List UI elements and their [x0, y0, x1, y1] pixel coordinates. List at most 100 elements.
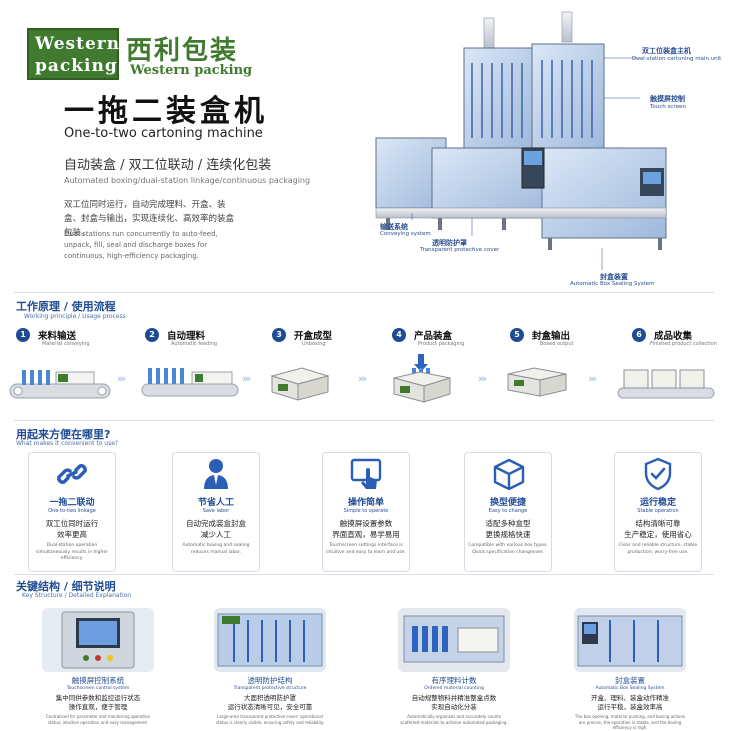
card-description-en: Touchscreen settings interface is intuit…	[326, 543, 406, 555]
page-title-en: One-to-two cartoning machine	[64, 126, 263, 141]
chevron-right-icon: ›››	[242, 372, 251, 385]
features-heading: 用起来方便在哪里?	[16, 428, 111, 441]
step-subtitle: Boxed output	[540, 341, 574, 347]
card-description-en: Compatible with various box types. Quick…	[468, 543, 548, 555]
feature-card: 一拖二联动 One-to-two linkage 双工位同时运行 效率更高 Du…	[28, 452, 116, 572]
card-title: 节省人工	[197, 498, 234, 508]
machine-illustration	[375, 11, 667, 270]
brand-logo: Western packing	[27, 28, 119, 80]
shield-icon	[644, 457, 672, 491]
structure-heading-en: Key Structure / Detailed Explanation	[22, 592, 132, 599]
box-sealing-photo	[574, 608, 686, 672]
brand-name-cn: 西利包装	[126, 36, 239, 66]
divider	[14, 292, 714, 293]
structure-description-en: The box opening, material pushing, and b…	[574, 714, 686, 730]
structure-description: 集中同供参数和监控运行状态 操作直观，便于管理	[55, 694, 141, 711]
page-title: 一拖二装盒机	[64, 94, 268, 129]
touchscreen-photo	[42, 608, 154, 672]
structure-item: 触摸屏控制系统 Touchscreen control system 集中同供参…	[42, 608, 154, 725]
callout-cover-en: Transparent protective cover	[420, 247, 500, 253]
structure-heading: 关键结构 / 细节说明	[16, 580, 116, 593]
structure-subtitle: Ordered material counting	[424, 686, 484, 691]
features-heading-en: What makes it convenient to use?	[16, 440, 119, 447]
structure-subtitle: Touchscreen control system	[66, 686, 130, 691]
structure-item: 封盒装置 Automatic Box Sealing System 开盒、理料、…	[574, 608, 686, 730]
card-description: 双工位同时运行 效率更高	[45, 519, 99, 539]
card-description: 结构清晰可靠 生产稳定，使用省心	[624, 519, 692, 539]
step-number: 3	[272, 328, 286, 342]
packaging-illustration	[393, 354, 451, 403]
structure-item: 透明防护结构 Transparent protective structure …	[214, 608, 326, 725]
material-counting-photo	[398, 608, 510, 672]
callout-main-unit-en: Dual-station cartoning main unit	[632, 56, 722, 62]
card-description-en: Dual-station operation simultaneously re…	[36, 543, 108, 561]
card-subtitle: Easy to change	[488, 508, 528, 514]
structure-subtitle: Automatic Box Sealing System	[595, 686, 665, 691]
card-description: 触摸屏设置参数 界面直观，易学易用	[332, 519, 400, 539]
card-title: 操作简单	[347, 498, 384, 508]
callout-touchscreen: 触摸屏控制	[650, 95, 685, 103]
structure-description: 大面积透明防护罩 运行状态清晰可见，安全可靠	[227, 694, 313, 711]
structure-title: 封盒装置	[615, 676, 645, 685]
card-subtitle: Save labor	[202, 508, 230, 514]
intro-text: 双工位同时运行，自动完成理料、开盒、装盒、封盒与输出，实现连续化、高效率的装盒包…	[64, 200, 235, 238]
page-subtitle: 自动装盒 / 双工位联动 / 连续化包装	[64, 158, 272, 173]
logo-line1: Western	[35, 34, 121, 54]
step-title: 来料输送	[38, 331, 77, 342]
card-subtitle: Stable operation	[637, 508, 679, 514]
feature-card: 运行稳定 Stable operation 结构清晰可靠 生产稳定，使用省心 C…	[614, 452, 702, 572]
worker-icon	[204, 459, 228, 489]
step-title: 产品装盒	[414, 331, 453, 342]
feature-card: 操作简单 Simple to operate 触摸屏设置参数 界面直观，易学易用…	[322, 452, 410, 572]
unboxing-illustration	[270, 367, 330, 401]
structure-description-en: Centralized for parameter and monitoring…	[45, 714, 151, 725]
structure-description-en: Large-area transparent protective cover;…	[215, 714, 325, 725]
divider	[14, 420, 714, 421]
structure-description: 自动规整物料并精准整盒点数 实现自动化分装	[411, 694, 497, 711]
divider	[14, 574, 714, 575]
structure-item: 有序理料计数 Ordered material counting 自动规整物料并…	[398, 608, 510, 725]
collection-illustration	[617, 369, 715, 399]
chevron-right-icon: ›››	[117, 372, 126, 385]
callout-main-unit: 双工位装盒主机	[642, 47, 691, 55]
conveyor-illustration	[9, 370, 111, 399]
step-subtitle: Product packaging	[418, 341, 465, 347]
structure-description-en: Automatically organizes and accurately c…	[400, 714, 508, 725]
card-description-en: Automatic boxing and sealing reduces man…	[182, 543, 250, 555]
chevron-right-icon: ›››	[478, 372, 487, 385]
callout-conveying: 输送系统	[380, 223, 408, 231]
card-title: 换型便捷	[489, 498, 526, 508]
step-number: 4	[392, 328, 406, 342]
box-icon	[493, 458, 525, 490]
process-heading: 工作原理 / 使用流程	[16, 300, 116, 313]
structure-title: 有序理料计数	[431, 676, 477, 685]
step-subtitle: Finished product collection	[650, 341, 717, 347]
step-title: 开盒成型	[294, 331, 333, 342]
step-number: 1	[16, 328, 30, 342]
step-subtitle: Automatic feeding	[171, 341, 218, 347]
step-title: 成品收集	[654, 331, 693, 342]
intro-text-en: Dual stations run concurrently to auto-f…	[64, 230, 218, 260]
feature-card: 换型便捷 Easy to change 适配多种盒型 更换规格快速 Compat…	[464, 452, 552, 572]
process-heading-en: Working principle / Usage process	[24, 313, 126, 320]
structure-title: 透明防护结构	[247, 676, 293, 685]
card-description: 适配多种盒型 更换规格快速	[485, 519, 531, 539]
callout-sealing: 封盒装置	[600, 273, 628, 281]
feeding-illustration	[141, 368, 239, 397]
callout-touchscreen-en: Touch screen	[650, 104, 686, 110]
callout-sealing-en: Automatic Box Sealing System	[570, 281, 655, 287]
step-number: 6	[632, 328, 646, 342]
card-description-en: Clear and reliable structure, stable pro…	[618, 543, 698, 555]
protective-cover-photo	[214, 608, 326, 672]
logo-line2: packing	[35, 56, 118, 76]
card-title: 运行稳定	[639, 498, 676, 508]
page-subtitle-en: Automated boxing/dual-station linkage/co…	[64, 176, 311, 185]
card-description: 自动完成装盒封盒 减少人工	[186, 519, 246, 539]
touch-icon	[350, 458, 382, 489]
card-subtitle: Simple to operate	[343, 508, 389, 514]
step-title: 封盒输出	[532, 331, 571, 342]
step-subtitle: Unboxing	[302, 341, 326, 347]
step-number: 2	[145, 328, 159, 342]
step-number: 5	[510, 328, 524, 342]
card-subtitle: One-to-two linkage	[48, 508, 96, 514]
